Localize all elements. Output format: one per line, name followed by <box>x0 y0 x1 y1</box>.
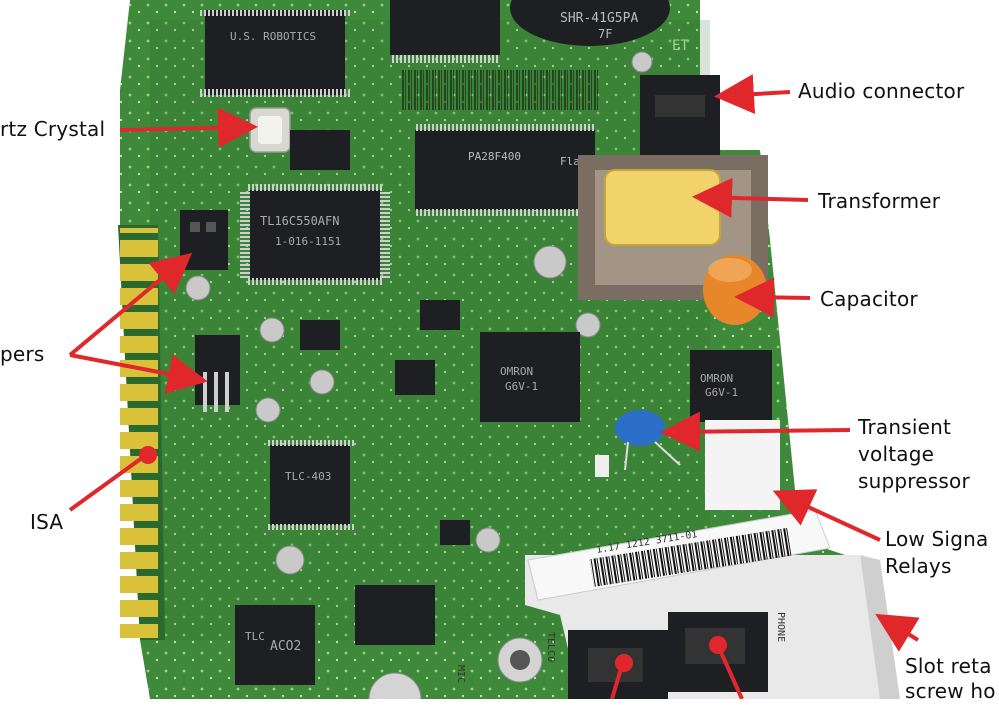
arrow-capacitor <box>734 277 811 318</box>
board-mark: ET <box>672 38 689 54</box>
arrow-phone-jack <box>718 649 744 699</box>
isa-edge-connector <box>118 225 165 640</box>
audio-connector <box>640 75 720 155</box>
bottom-chip-marking: TLC <box>245 630 265 643</box>
label-audio-connector: Audio connector <box>798 79 965 103</box>
jumper-block-bottom <box>195 335 240 412</box>
bottom-chip: TLC ACO2 <box>235 605 315 685</box>
usr-controller-chip: U.S. ROBOTICS <box>200 10 350 97</box>
codec-chip: TLC-403 <box>266 440 354 530</box>
uart-chip: TL16C550AFN 1-016-1151 <box>240 184 390 285</box>
arrow-jumpers-bottom <box>69 353 208 394</box>
audio-jacks <box>368 637 543 699</box>
quartz-crystal <box>249 107 291 153</box>
relay-right-model: G6V-1 <box>705 386 738 399</box>
transformer <box>578 155 768 300</box>
label-slot-line1: Slot reta <box>905 654 992 678</box>
label-transient-line2: voltage <box>858 442 935 466</box>
small-capacitors <box>185 51 653 575</box>
label-capacitor: Capacitor <box>820 287 918 311</box>
top-chip-row <box>390 0 600 110</box>
top-cap-marking-sub: 7F <box>598 27 612 41</box>
uart-chip-marking: TL16C550AFN <box>260 214 339 228</box>
arrow-slot-screw <box>875 613 920 652</box>
bottom-chip-mark: ACO2 <box>270 639 301 654</box>
arrow-jumpers-top <box>68 252 193 357</box>
smd-chips <box>290 130 609 645</box>
arrow-transformer <box>692 177 809 218</box>
label-quartz-crystal: rtz Crystal <box>0 117 106 141</box>
annotation-dots <box>139 446 727 672</box>
label-relays-line1: Low Signa <box>885 527 989 551</box>
codec-chip-marking: TLC-403 <box>285 470 331 483</box>
top-cap-marking: SHR-41G5PA <box>560 11 638 26</box>
isa-dot <box>139 446 157 464</box>
top-round-component: SHR-41G5PA 7F <box>510 0 670 46</box>
transient-voltage-suppressor <box>615 410 681 471</box>
uart-chip-marking-sub: 1-016-1151 <box>275 235 341 248</box>
arrow-transient <box>660 411 851 452</box>
relay-left-brand: OMRON <box>500 365 533 378</box>
arrow-isa <box>68 453 148 512</box>
label-isa: ISA <box>30 510 64 534</box>
label-slot-line2: screw ho <box>905 679 996 703</box>
annotation-arrows <box>68 74 920 699</box>
telco-marking: TELCO <box>545 632 556 662</box>
signal-relay-left: OMRON G6V-1 <box>480 332 580 422</box>
label-transformer: Transformer <box>818 189 941 213</box>
label-jumpers: pers <box>0 342 45 366</box>
relay-right-brand: OMRON <box>700 372 733 385</box>
usr-chip-marking: U.S. ROBOTICS <box>230 30 316 43</box>
phone-marking: PHONE <box>775 612 786 642</box>
electrolytic-capacitor <box>703 255 767 325</box>
arrow-audio-connector <box>714 74 791 115</box>
label-relays-line2: Relays <box>885 554 952 578</box>
arrow-relays <box>772 489 881 542</box>
signal-relay-right: OMRON G6V-1 <box>690 350 772 422</box>
telco-dot <box>615 654 633 672</box>
arrow-quartz-crystal <box>119 107 258 148</box>
mic-marking: MIC <box>455 665 466 683</box>
label-transient-line3: suppressor <box>858 469 970 493</box>
relay-left-model: G6V-1 <box>505 380 538 393</box>
white-label-area <box>705 420 780 510</box>
flash-chip-marking: PA28F400 <box>468 150 521 163</box>
label-transient-line1: Transient <box>858 415 952 439</box>
phone-dot <box>709 636 727 654</box>
flash-memory-chip: PA28F400 Flash <box>415 124 595 216</box>
jumper-block-top <box>180 210 228 270</box>
